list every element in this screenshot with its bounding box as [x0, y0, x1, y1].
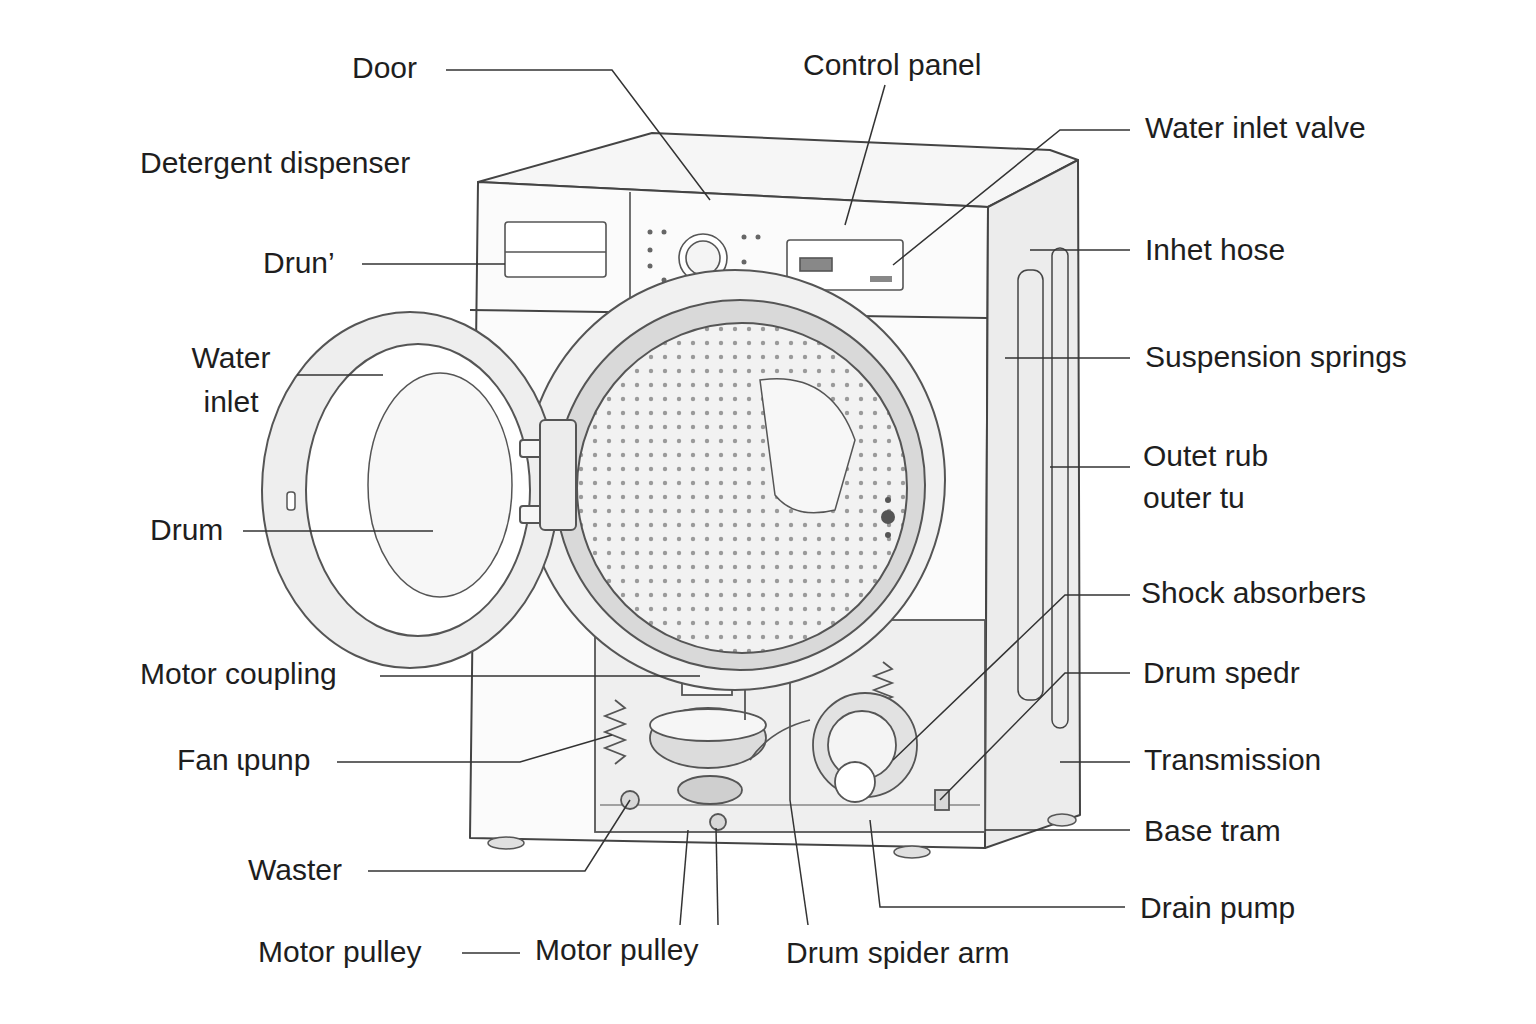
control-strip-divider	[629, 192, 631, 312]
motor-top	[650, 709, 766, 741]
leader-line	[362, 263, 505, 265]
part-label: Transmission	[1144, 742, 1321, 778]
side-panel	[985, 160, 1080, 848]
door-lock-pin	[885, 497, 891, 503]
leader-line	[337, 735, 612, 762]
pulley-fitting	[710, 814, 726, 830]
leader-line	[985, 829, 1130, 831]
leader-line	[446, 70, 710, 200]
leader-line	[297, 374, 383, 376]
machine-feet	[488, 814, 1076, 858]
leader-line	[870, 820, 1125, 907]
door-window-ring	[306, 344, 530, 636]
part-label: Drum spider arm	[786, 935, 1009, 971]
front-panel	[470, 182, 988, 848]
motor-housing	[650, 708, 766, 768]
pump-hose	[750, 720, 810, 760]
hinge-plate	[540, 420, 576, 530]
leader-line	[380, 675, 700, 677]
door-gasket	[555, 300, 925, 670]
leader-line	[368, 800, 630, 871]
part-label: Motor pulley	[535, 932, 698, 968]
indicator-dot	[742, 260, 747, 265]
drum-opening	[525, 270, 945, 690]
indicator-dot	[648, 248, 653, 253]
side-slot	[1052, 248, 1068, 728]
leader-line	[243, 530, 433, 532]
part-label: Motor pulley	[258, 934, 421, 970]
part-label: Drum spedr	[1143, 655, 1300, 691]
display-screen	[800, 258, 832, 271]
door-lock	[881, 510, 895, 524]
leader-line	[1030, 249, 1130, 251]
knob-face	[686, 241, 720, 275]
drain-pump-cap	[835, 762, 875, 802]
leader-line	[680, 830, 688, 925]
machine-foot	[894, 846, 930, 858]
door-frame	[262, 312, 558, 668]
leader-line	[716, 828, 718, 925]
drawer-edge	[505, 251, 606, 253]
part-label: Detergent dispenser	[140, 145, 410, 181]
door-handle	[287, 492, 295, 510]
leader-line	[790, 800, 808, 925]
leader-line	[1050, 466, 1130, 468]
part-label: Drun’	[263, 245, 335, 281]
indicator-dot	[662, 230, 667, 235]
part-label: Inhet hose	[1145, 232, 1285, 268]
part-label: Motor coupling	[140, 656, 337, 692]
part-label: Drum	[150, 512, 223, 548]
motor-pulley	[678, 776, 742, 804]
door-glass	[368, 373, 512, 597]
indicator-dot	[742, 235, 747, 240]
part-label: Water inlet	[176, 336, 286, 424]
suspension-spring	[605, 700, 625, 764]
door-lock-pin	[885, 532, 891, 538]
part-label: Shock absorbers	[1141, 575, 1366, 611]
indicator-dot	[648, 230, 653, 235]
door-ring	[525, 270, 945, 690]
part-label: Outet rub outer tu	[1143, 435, 1308, 519]
drum-baffle	[760, 379, 855, 513]
indicator-dot	[648, 264, 653, 269]
part-label: Base tram	[1144, 813, 1281, 849]
leader-lines	[243, 70, 1130, 953]
machine-foot	[1048, 814, 1076, 826]
part-label: Waster	[248, 852, 342, 888]
leader-line	[1005, 357, 1130, 359]
drum-interior	[577, 323, 907, 653]
leader-line	[1060, 761, 1130, 763]
part-label: Suspension springs	[1145, 339, 1407, 375]
leader-line	[462, 952, 520, 954]
open-door	[262, 312, 576, 668]
part-label: Water inlet valve	[1145, 110, 1366, 146]
machine-body	[470, 133, 1080, 848]
indicator-dot	[756, 235, 761, 240]
part-label: Door	[352, 50, 417, 86]
leader-line	[893, 130, 1130, 265]
machine-foot	[488, 837, 524, 849]
part-label: Drain pump	[1140, 890, 1295, 926]
display-button	[870, 276, 892, 282]
leader-line	[940, 673, 1130, 800]
detergent-drawer	[505, 222, 606, 277]
part-label: Fan ɩpunp	[177, 742, 310, 778]
part-label: Control panel	[803, 47, 981, 83]
leader-line	[845, 85, 885, 225]
leader-line	[893, 595, 1130, 760]
